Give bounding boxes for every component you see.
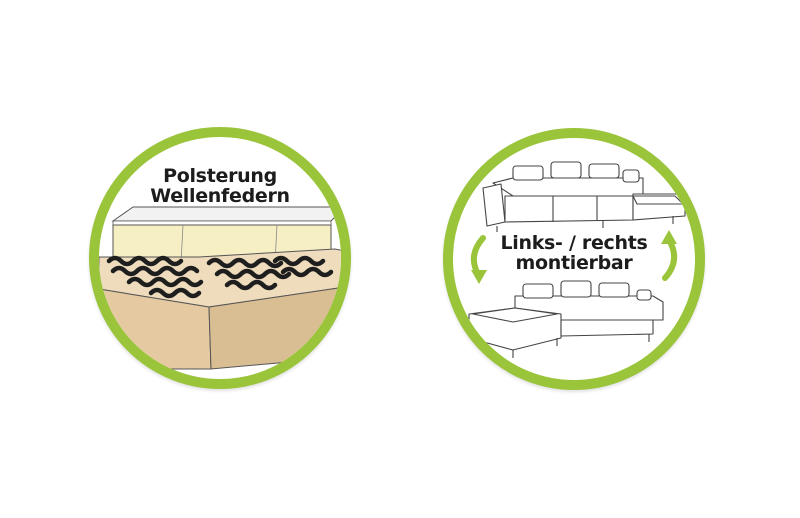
wave-springs-label: Wellenfedern	[150, 184, 290, 207]
sofa-cushion-spring-icon	[99, 206, 341, 370]
upholstery-caption: Polsterung Wellenfedern	[99, 165, 341, 207]
upholstery-badge: Polsterung Wellenfedern	[89, 127, 351, 389]
mountable-label: montierbar	[515, 251, 633, 274]
mounting-badge: Links- / rechts montierbar	[443, 128, 705, 390]
mounting-caption: Links- / rechts montierbar	[453, 232, 695, 274]
left-right-label: Links- / rechts	[500, 232, 648, 254]
upholstery-label: Polsterung	[163, 165, 277, 187]
corner-sofa-icon	[468, 161, 686, 358]
